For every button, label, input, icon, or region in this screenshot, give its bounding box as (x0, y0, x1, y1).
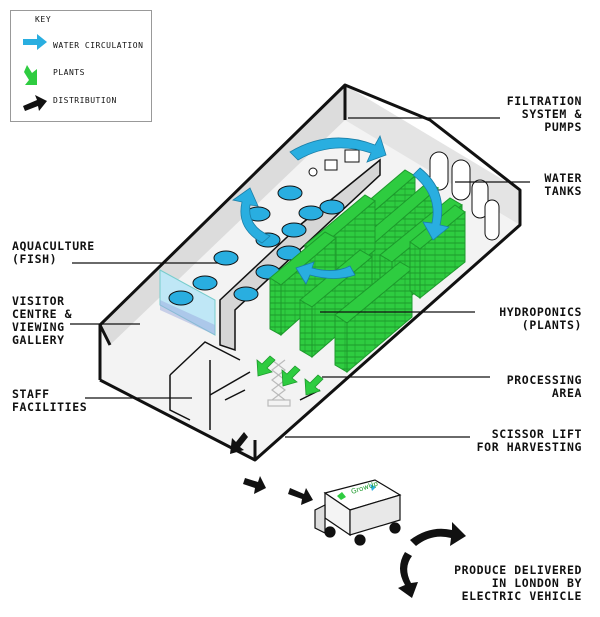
building-outline (98, 83, 522, 462)
label-visitor-centre: VISITOR CENTRE & VIEWING GALLERY (12, 294, 73, 347)
distribution-arrow-icon (23, 95, 47, 111)
water-circulation-arrows (232, 134, 450, 285)
label-hydroponics: HYDROPONICS (PLANTS) (499, 305, 582, 332)
leader-lines (70, 117, 530, 438)
key-item-distribution: DISTRIBUTION (53, 96, 117, 105)
plants-arrows (256, 355, 324, 396)
key-legend: KEY WATER CIRCULATION PLANTS DISTRIBUTIO… (10, 10, 152, 122)
plants-arrow-icon (24, 65, 37, 85)
label-produce-delivered: PRODUCE DELIVERED IN LONDON BY ELECTRIC … (454, 563, 582, 603)
label-processing-area: PROCESSING AREA (506, 373, 582, 400)
label-water-tanks: WATER TANKS (544, 171, 582, 198)
key-title: KEY (35, 15, 52, 24)
label-aquaculture: AQUACULTURE (FISH) (12, 239, 95, 266)
label-scissor-lift: SCISSOR LIFT FOR HARVESTING (476, 427, 582, 454)
water-tanks-shape (429, 151, 500, 241)
label-staff-facilities: STAFF FACILITIES (12, 387, 88, 414)
filtration-pumps (308, 149, 360, 177)
distribution-arrows (230, 432, 466, 598)
label-filtration: FILTRATION SYSTEM & PUMPS (506, 94, 582, 134)
staff-rooms (169, 341, 321, 430)
fish-tanks (168, 185, 345, 306)
viewing-bench (160, 300, 215, 335)
delivery-van (314, 479, 402, 546)
water-arrow-icon (23, 34, 47, 50)
key-item-plants: PLANTS (53, 68, 85, 77)
key-item-water: WATER CIRCULATION (53, 41, 144, 50)
key-icons (23, 34, 47, 111)
hydroponic-racks (269, 169, 466, 374)
